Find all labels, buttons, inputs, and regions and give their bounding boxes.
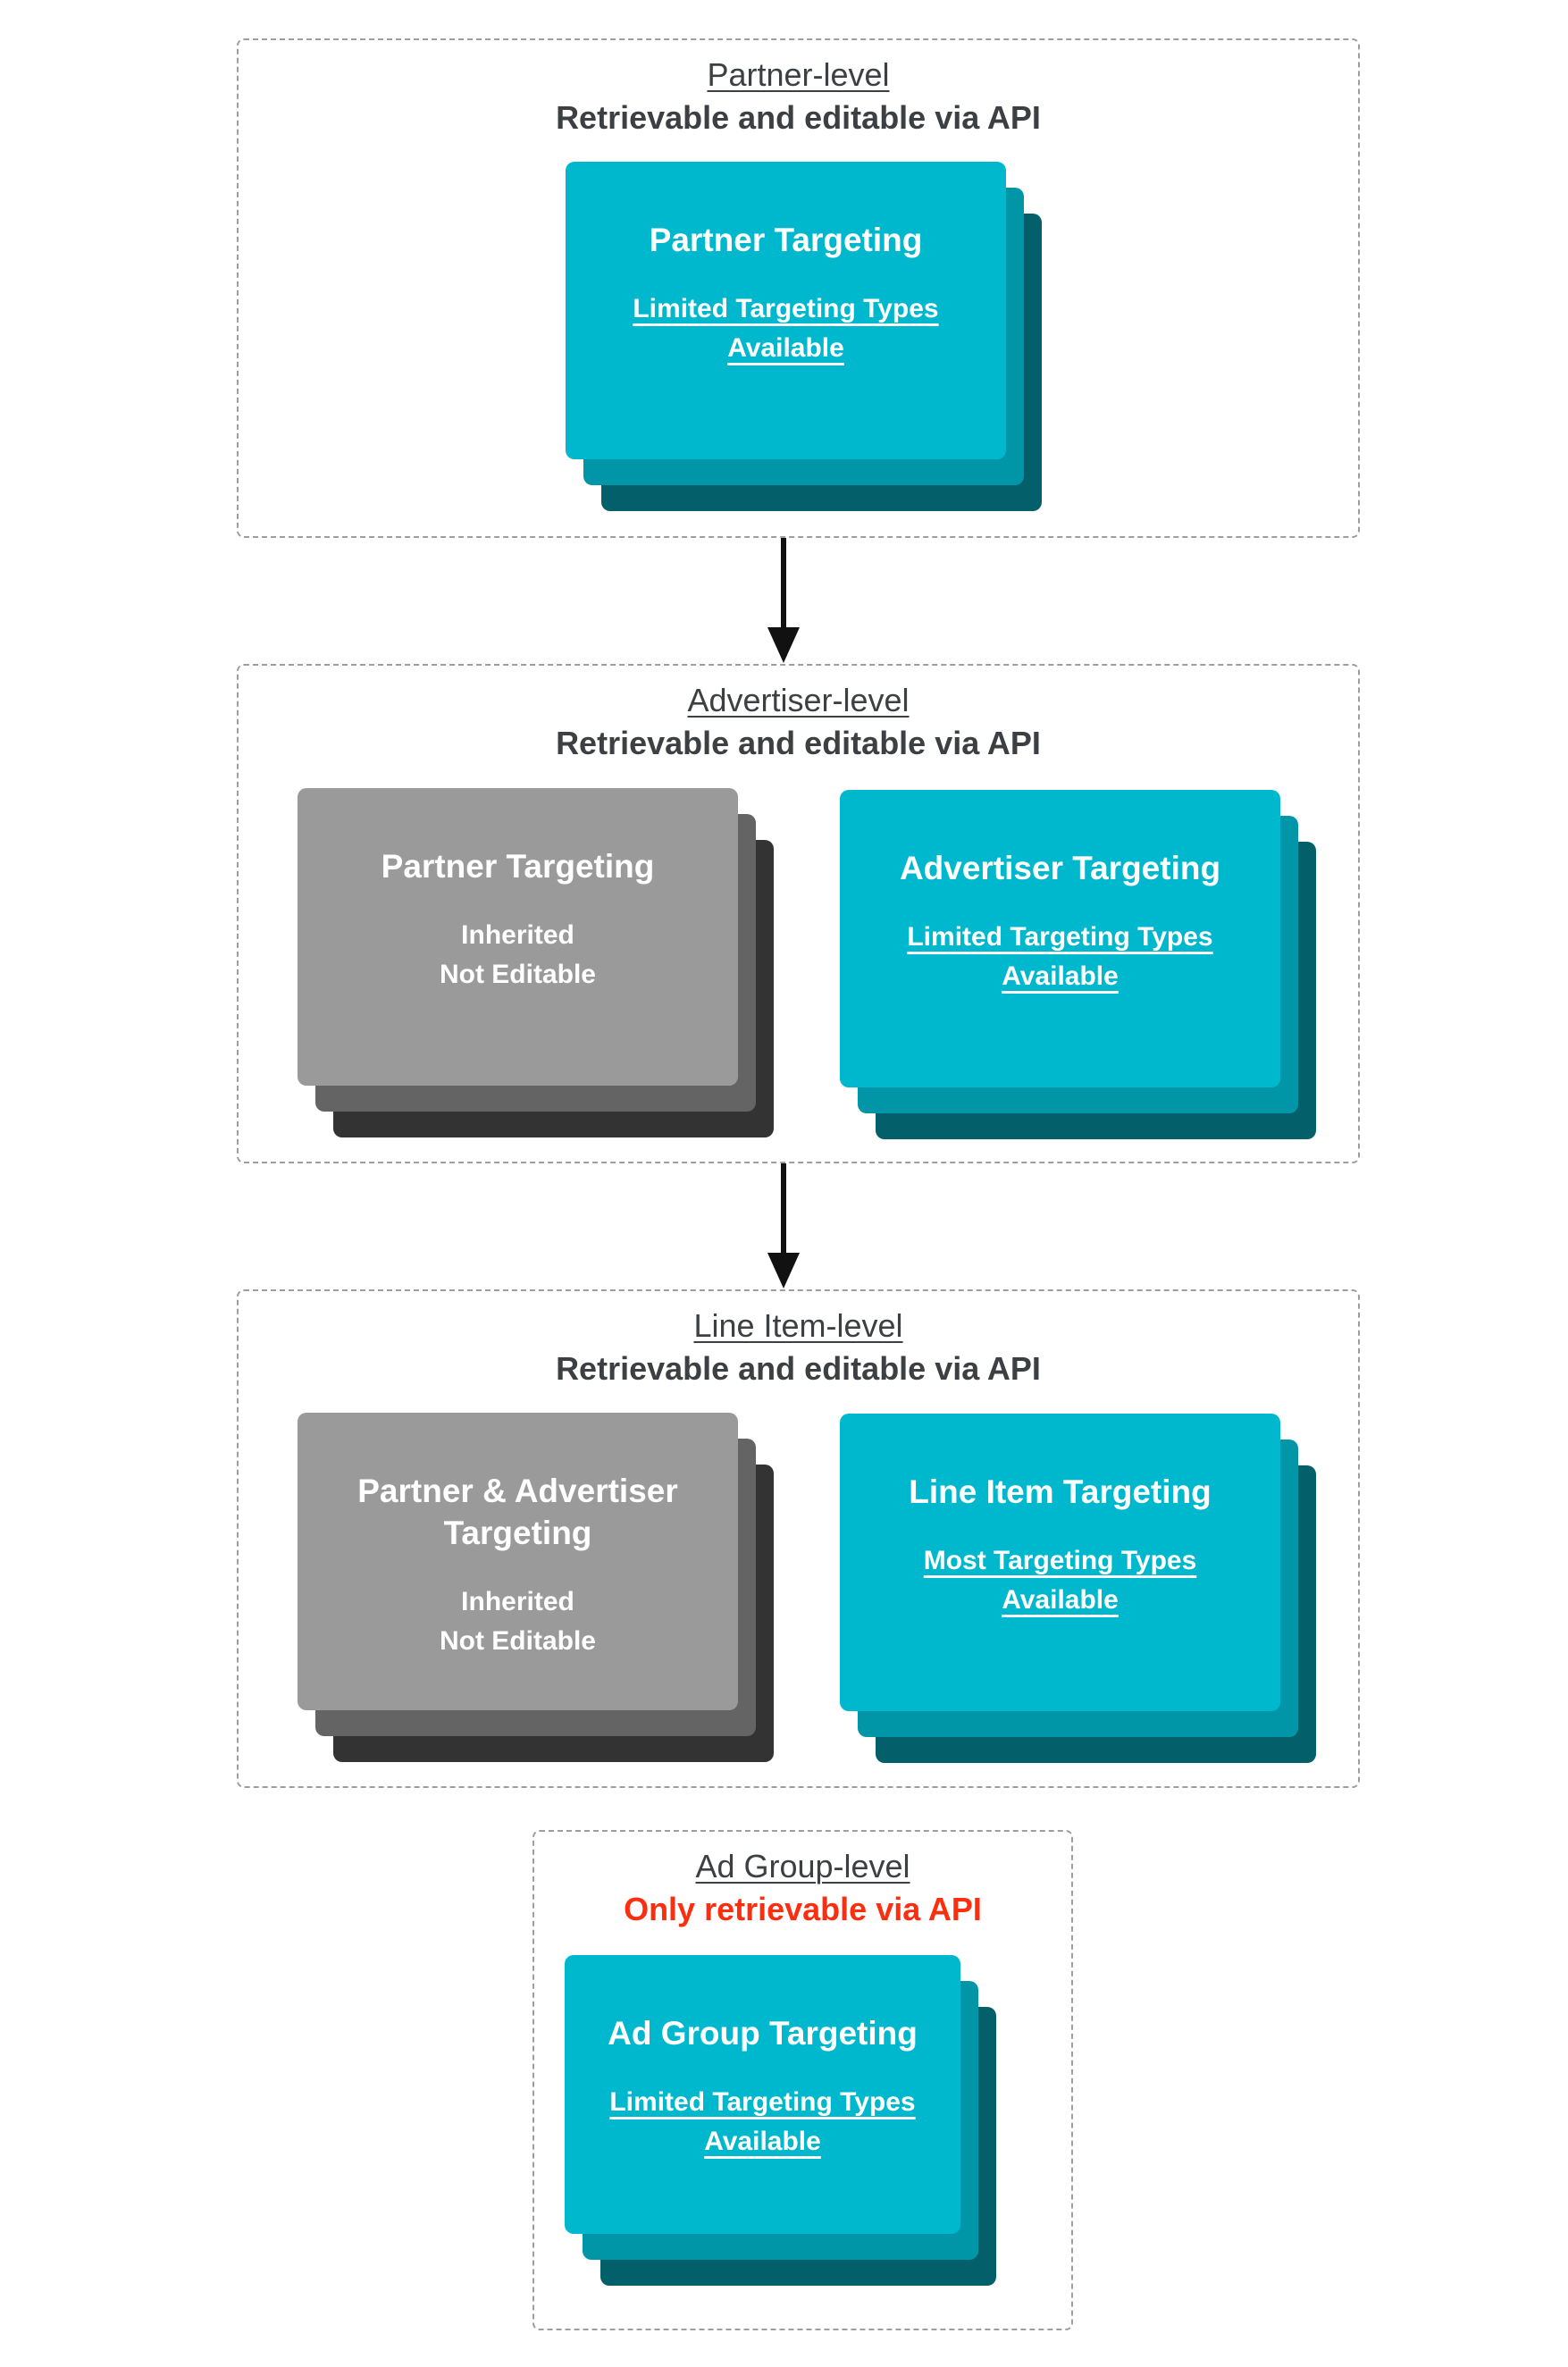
partner-targeting-card-stack: Partner Targeting Limited Targeting Type…	[566, 162, 1042, 511]
partner-level-title: Partner-level	[707, 56, 890, 93]
ad-group-level-subtitle: Only retrievable via API	[624, 1891, 982, 1927]
ad-group-targeting-card-stack: Ad Group Targeting Limited Targeting Typ…	[565, 1955, 996, 2286]
advertiser-level-header: Advertiser-level Retrievable and editabl…	[239, 666, 1358, 764]
inherited-partner-targeting-card: Partner Targeting Inherited Not Editable	[298, 788, 738, 1086]
card-title: Advertiser Targeting	[899, 850, 1221, 886]
card-subtitle: Inherited Not Editable	[340, 916, 697, 995]
advertiser-level-title: Advertiser-level	[687, 682, 910, 718]
card-subtitle: Inherited Not Editable	[340, 1582, 697, 1661]
ad-group-level-title: Ad Group-level	[695, 1848, 910, 1884]
inherited-partner-advertiser-targeting-card: Partner & Advertiser Targeting Inherited…	[298, 1413, 738, 1710]
card-subtitle-line: Not Editable	[439, 960, 596, 989]
card-subtitle-line: Not Editable	[439, 1626, 596, 1656]
advertiser-level-section: Advertiser-level Retrievable and editabl…	[237, 664, 1360, 1163]
line-item-targeting-card: Line Item Targeting Most Targeting Types…	[840, 1414, 1280, 1711]
inherited-partner-advertiser-targeting-card-stack: Partner & Advertiser Targeting Inherited…	[298, 1413, 774, 1762]
card-subtitle: Limited Targeting Types Available	[633, 294, 939, 363]
line-item-level-title: Line Item-level	[693, 1307, 903, 1344]
ad-group-targeting-card: Ad Group Targeting Limited Targeting Typ…	[565, 1955, 960, 2234]
card-title: Partner Targeting	[649, 222, 923, 258]
flow-arrow-down-icon	[766, 1163, 801, 1288]
card-subtitle: Most Targeting Types Available	[923, 1546, 1197, 1615]
advertiser-level-subtitle: Retrievable and editable via API	[556, 725, 1041, 761]
advertiser-targeting-card: Advertiser Targeting Limited Targeting T…	[840, 790, 1280, 1087]
card-title: Partner Targeting	[381, 848, 655, 885]
line-item-level-subtitle: Retrievable and editable via API	[556, 1350, 1041, 1387]
card-subtitle: Limited Targeting Types Available	[609, 2087, 916, 2156]
card-title: Partner & Advertiser Targeting	[357, 1473, 678, 1551]
card-subtitle-line: Inherited	[461, 920, 574, 950]
card-title: Ad Group Targeting	[608, 2015, 918, 2052]
inherited-partner-targeting-card-stack: Partner Targeting Inherited Not Editable	[298, 788, 774, 1137]
card-subtitle-line: Inherited	[461, 1587, 574, 1616]
line-item-level-header: Line Item-level Retrievable and editable…	[239, 1291, 1358, 1389]
flow-arrow-down-icon	[766, 538, 801, 663]
partner-targeting-card: Partner Targeting Limited Targeting Type…	[566, 162, 1006, 459]
card-subtitle: Limited Targeting Types Available	[907, 922, 1213, 991]
line-item-level-section: Line Item-level Retrievable and editable…	[237, 1289, 1360, 1788]
advertiser-targeting-card-stack: Advertiser Targeting Limited Targeting T…	[840, 790, 1316, 1139]
partner-level-section: Partner-level Retrievable and editable v…	[237, 38, 1360, 538]
ad-group-level-header: Ad Group-level Only retrievable via API	[534, 1832, 1071, 1930]
partner-level-subtitle: Retrievable and editable via API	[556, 99, 1041, 136]
card-title: Line Item Targeting	[909, 1473, 1212, 1510]
ad-group-level-section: Ad Group-level Only retrievable via API …	[532, 1830, 1073, 2330]
line-item-targeting-card-stack: Line Item Targeting Most Targeting Types…	[840, 1414, 1316, 1763]
partner-level-header: Partner-level Retrievable and editable v…	[239, 40, 1358, 138]
